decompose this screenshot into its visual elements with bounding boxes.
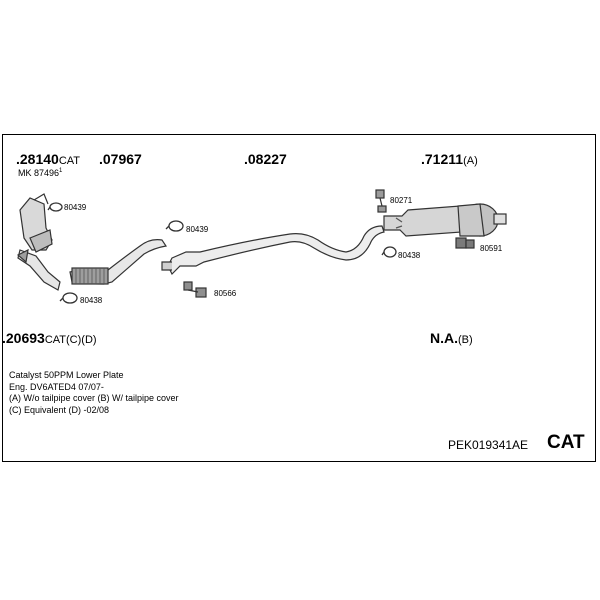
label-80271: 80271 [390, 196, 413, 205]
label-80591: 80591 [480, 244, 503, 253]
note-line: (A) W/o tailpipe cover (B) W/ tailpipe c… [9, 393, 179, 403]
clamp-icon-80439a [47, 202, 63, 212]
part-number: 71211 [424, 151, 464, 167]
part-number: 08227 [247, 151, 287, 167]
rear-silencer [383, 203, 507, 237]
part-number: N.A. [430, 330, 458, 346]
hanger-icon-80271 [375, 189, 387, 213]
part-number: 07967 [102, 151, 142, 167]
hanger-icon-80566 [183, 281, 207, 298]
part-label-71211: .71211(A) [421, 151, 478, 167]
part-label-20693: .20693CAT(C)(D) [2, 330, 97, 346]
middle-pipe [161, 225, 385, 276]
hanger-icon-80591 [455, 237, 475, 249]
clamp-icon-80439b [165, 220, 184, 232]
label-80439b: 80439 [186, 225, 209, 234]
part-label-08227: .08227 [244, 151, 287, 167]
part-suffix: (A) [463, 155, 478, 167]
part-label-na: N.A.(B) [430, 331, 473, 346]
kit-type: CAT [547, 432, 585, 453]
catalyst-assembly [16, 193, 61, 291]
clamp-icon-80438b [381, 246, 397, 258]
part-suffix: CAT [58, 155, 81, 167]
label-80438b: 80438 [398, 251, 421, 260]
intermediate-pipe [69, 239, 168, 285]
mk-superscript: 1 [59, 168, 63, 174]
mk-label: MK 87496 [18, 168, 60, 178]
diagram-frame [2, 134, 596, 462]
part-number: 28140 [19, 151, 59, 167]
part-label-07967: .07967 [99, 151, 142, 167]
label-80439a: 80439 [64, 203, 87, 212]
part-label-28140: .28140CAT [16, 151, 81, 167]
notes-block: Catalyst 50PPM Lower Plate Eng. DV6ATED4… [9, 370, 179, 416]
part-number: 20693 [5, 330, 45, 346]
note-line: Eng. DV6ATED4 07/07- [9, 381, 104, 392]
label-80566: 80566 [214, 289, 237, 298]
kit-code: PEK019341AE [448, 438, 529, 452]
clamp-icon-80438a [59, 292, 78, 304]
note-line: (C) Equivalent (D) -02/08 [9, 404, 110, 415]
note-line: Catalyst 50PPM Lower Plate [9, 370, 124, 380]
label-80438a: 80438 [80, 296, 103, 305]
part-suffix: CAT(C)(D) [44, 334, 97, 346]
mk-reference: MK 874961 [18, 168, 62, 178]
part-suffix: (B) [458, 334, 473, 346]
